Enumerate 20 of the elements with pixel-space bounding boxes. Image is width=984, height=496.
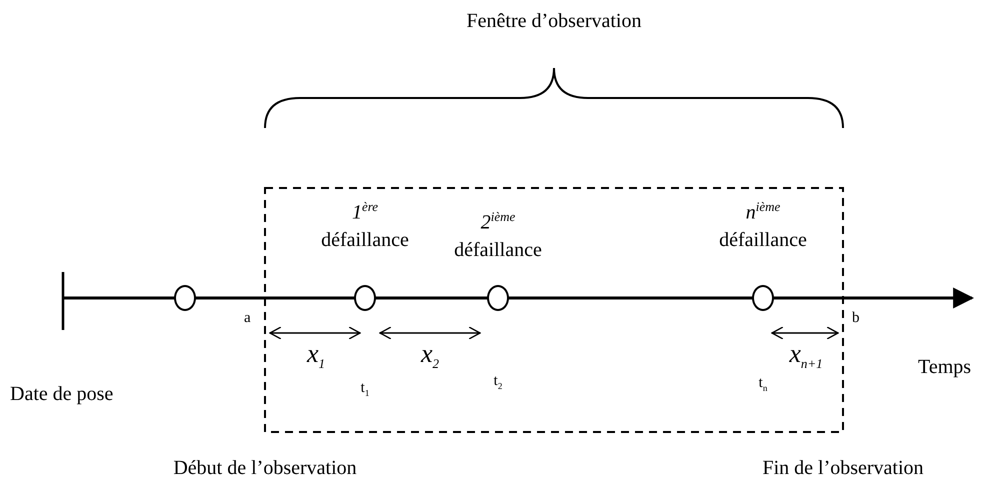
time-label: t$_{1}$ <box>360 380 370 399</box>
failure-label: 1$^{ère}$ défaillance <box>320 198 410 253</box>
time-label: t$_{2}$ <box>494 373 502 392</box>
interval-label: x$_{1}$ <box>306 340 326 372</box>
start-label: Date de pose <box>10 383 114 405</box>
failure-label: 2$^{ième}$ défaillance <box>453 208 543 263</box>
point-label: b <box>852 310 860 326</box>
point-label: a <box>244 310 251 326</box>
event-circle <box>354 285 376 311</box>
event-circle <box>752 285 774 311</box>
interval-label: x$_{2}$ <box>420 340 440 372</box>
window-end-label: Fin de l’observation <box>762 457 924 479</box>
window-start-label: Début de l’observation <box>173 457 357 479</box>
time-label: t$_{n}$ <box>758 375 768 394</box>
window-title: Fenêtre d’observation <box>466 10 642 32</box>
interval-label: x$_{n+1}$ <box>789 340 823 372</box>
axis-label: Temps <box>918 356 972 378</box>
event-circle <box>174 285 196 311</box>
failure-label: n$^{ième}$ défaillance <box>718 198 808 253</box>
event-circle <box>487 285 509 311</box>
